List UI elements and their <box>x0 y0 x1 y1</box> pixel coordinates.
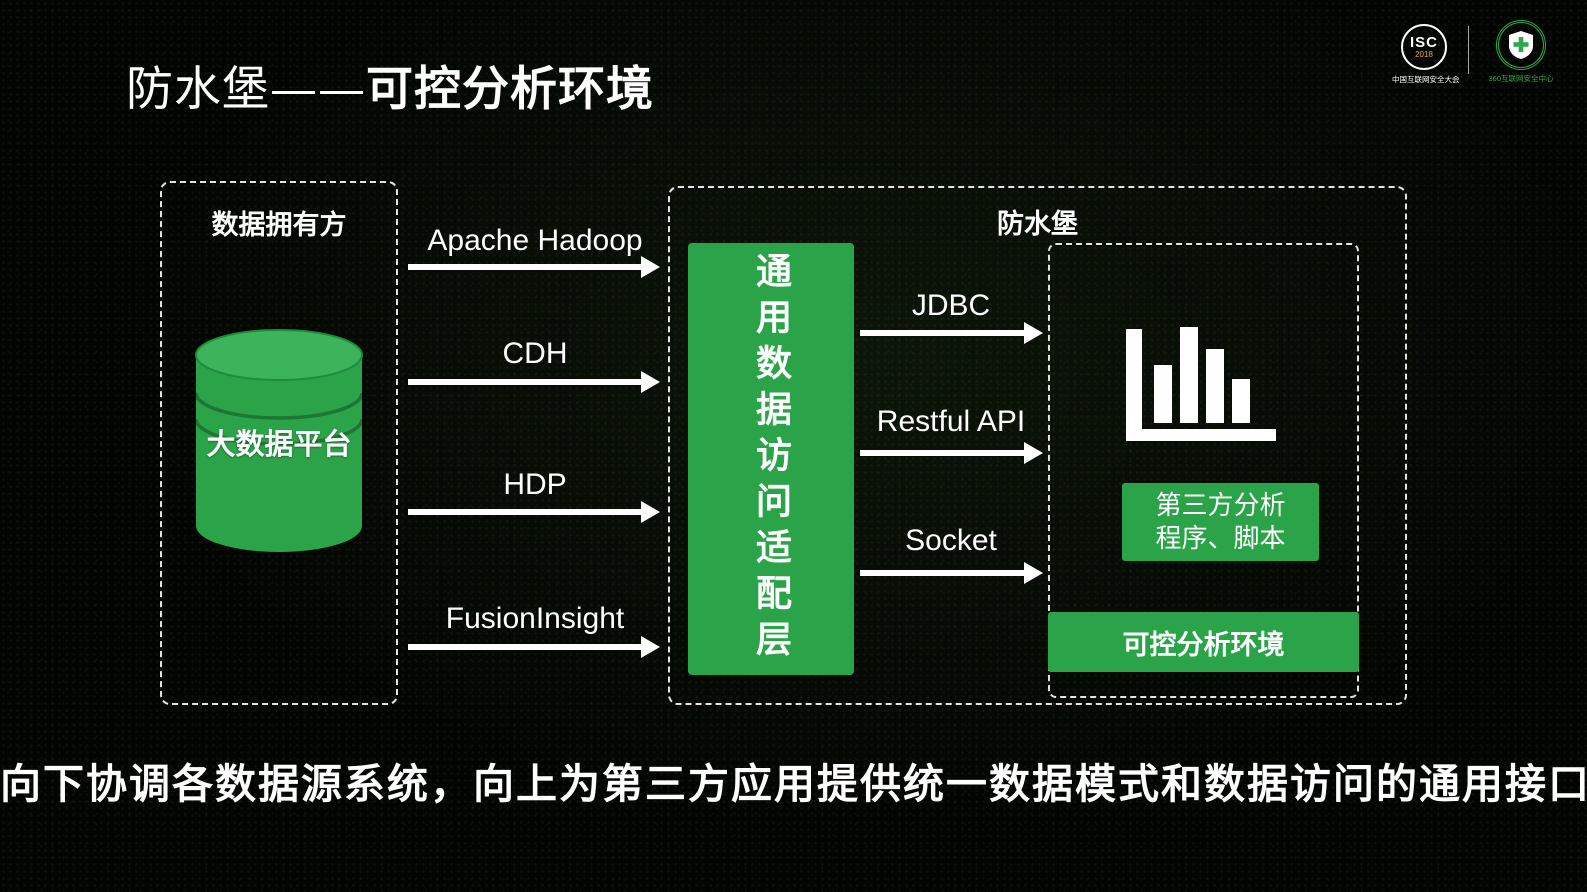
page-title-part1: 防水堡—— <box>126 62 366 117</box>
isc-logo-year: 2018 <box>1415 50 1433 59</box>
third-party-box: 第三方分析 程序、脚本 <box>1122 483 1319 561</box>
shield-icon <box>1509 31 1533 59</box>
bar-chart-baseline <box>1126 429 1276 441</box>
arrow-right-icon <box>408 501 660 523</box>
arrow-right-icon <box>860 562 1043 584</box>
access-arrow-label: Restful API <box>876 405 1026 438</box>
source-arrow-label: FusionInsight <box>445 602 625 635</box>
third-party-label-line2: 程序、脚本 <box>1155 523 1286 553</box>
bar-chart-bar <box>1154 365 1172 423</box>
logo-divider <box>1468 26 1469 74</box>
arrow-right-icon <box>408 636 660 658</box>
analysis-env-box <box>1048 243 1359 698</box>
isc-logo-caption: 中国互联网安全大会 <box>1392 75 1460 84</box>
isc-logo: ISC 2018 中国互联网安全大会 <box>1392 24 1460 85</box>
data-owner-box: 数据拥有方 <box>160 181 398 705</box>
database-label: 大数据平台 <box>206 429 352 461</box>
adapter-layer-label: 通用数据访问适配层 <box>751 252 792 666</box>
bar-chart-icon <box>1126 323 1278 441</box>
data-owner-label: 数据拥有方 <box>211 210 347 240</box>
qihoo360-emblem-icon <box>1496 20 1546 70</box>
waterproof-fortress-label: 防水堡 <box>997 209 1078 239</box>
access-arrow-label: Socket <box>905 524 997 557</box>
access-arrow-label: JDBC <box>911 289 991 322</box>
footer-text: 向下协调各数据源系统，向上为第三方应用提供统一数据模式和数据访问的通用接口 <box>0 761 1587 807</box>
isc-logo-name: ISC <box>1409 34 1438 51</box>
bar-chart-bar <box>1206 349 1224 423</box>
bar-chart-axis <box>1126 329 1142 441</box>
arrow-right-icon <box>408 256 660 278</box>
isc-logo-icon: ISC 2018 <box>1401 24 1447 70</box>
source-arrow-label: HDP <box>503 468 567 501</box>
waterproof-fortress-box: 防水堡 <box>668 186 1407 705</box>
third-party-label-line1: 第三方分析 <box>1155 490 1286 520</box>
source-arrow-label: Apache Hadoop <box>427 224 643 257</box>
arrow-right-icon <box>860 442 1043 464</box>
arrow-right-icon <box>860 322 1043 344</box>
controlled-env-bar: 可控分析环境 <box>1048 612 1359 672</box>
source-arrow-label: CDH <box>502 337 568 370</box>
qihoo360-logo: 360互联网安全中心 <box>1482 20 1560 84</box>
adapter-layer-box: 通用数据访问适配层 <box>688 243 854 675</box>
bar-chart-bar <box>1180 327 1198 423</box>
database-cylinder-icon <box>194 329 364 552</box>
bar-chart-bar <box>1232 379 1250 423</box>
arrow-right-icon <box>408 371 660 393</box>
qihoo360-logo-caption: 360互联网安全中心 <box>1488 74 1554 83</box>
page-title-part2: 可控分析环境 <box>366 62 654 115</box>
big-data-platform: 大数据平台 <box>194 329 364 553</box>
controlled-env-label: 可控分析环境 <box>1122 629 1285 660</box>
page-title: 防水堡——可控分析环境 <box>126 50 654 119</box>
